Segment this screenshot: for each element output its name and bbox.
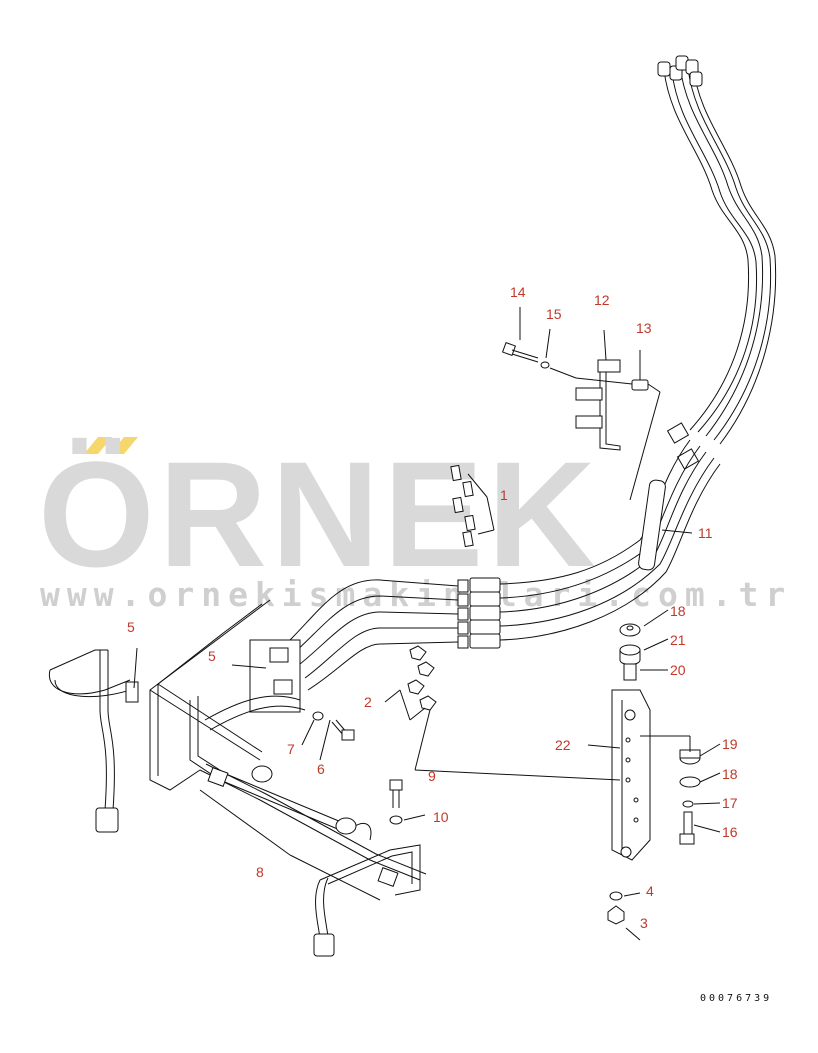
callout-5-left: 5 [127,619,135,635]
pipe-frame [48,599,427,957]
watermark-accent-right [110,437,138,454]
callout-5-right: 5 [208,648,216,664]
callout-22: 22 [555,737,571,753]
steel-tubes [249,579,459,713]
bolt-6-washer-7 [312,711,355,741]
clips-group-2 [407,645,437,711]
callout-17: 17 [722,795,738,811]
callout-16: 16 [722,824,738,840]
mount-hardware [607,623,701,925]
watermark-url: www.ornekismakinalari.com.tr [40,575,792,614]
clamp-assembly [501,341,649,451]
callout-8: 8 [256,864,264,880]
callouts: 1 2 3 4 5 5 6 7 8 9 10 11 12 13 14 15 16… [127,284,738,931]
bracket-22 [611,689,651,861]
watermark-accent-left [84,437,112,454]
hose-couplings [457,577,501,649]
callout-18-bottom: 18 [722,766,738,782]
callout-4: 4 [646,883,654,899]
callout-15: 15 [546,306,562,322]
watermark-brand: ÖRNEK [38,430,600,598]
callout-14: 14 [510,284,526,300]
fittings-group-1 [450,464,476,548]
leader-lines [133,307,721,941]
callout-1: 1 [500,487,508,503]
callout-13: 13 [636,320,652,336]
callout-21: 21 [670,632,686,648]
callout-2: 2 [364,694,372,710]
callout-11: 11 [698,525,713,541]
callout-20: 20 [670,662,686,678]
callout-3: 3 [640,915,648,931]
hose-bundle [657,55,777,470]
watermark: ÖRNEK www.ornekismakinalari.com.tr [38,430,792,614]
callout-7: 7 [287,741,295,757]
callout-6: 6 [317,761,325,777]
callout-9: 9 [428,768,436,784]
document-number: 00076739 [700,993,772,1004]
callout-18-top: 18 [670,603,686,619]
hose-runs [499,439,721,641]
bolt-9-washer-10 [389,779,403,825]
callout-12: 12 [594,292,610,308]
callout-19: 19 [722,736,738,752]
hose-end-fittings [657,55,703,87]
callout-10: 10 [433,809,449,825]
